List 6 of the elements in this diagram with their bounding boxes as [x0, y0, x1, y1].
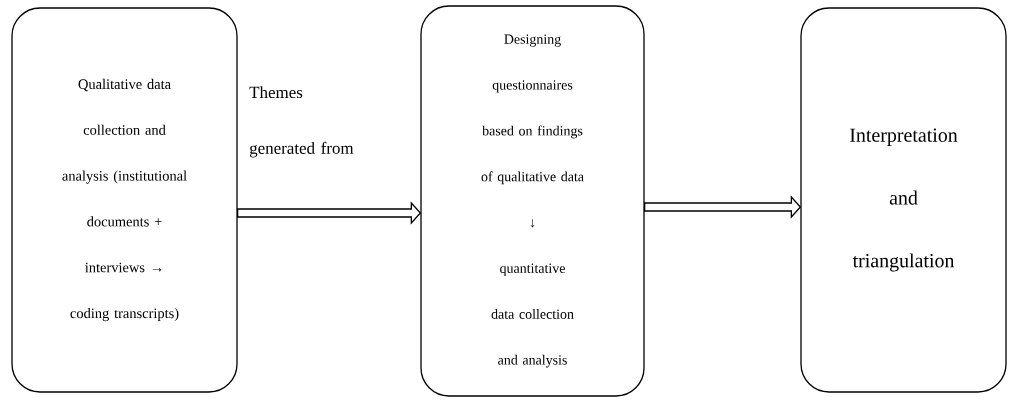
block-arrow — [237, 201, 422, 225]
block-arrow — [644, 195, 802, 219]
process-box: Designing questionnaires based on findings of qualitative data ↓ quantitative data collection and analysis — [420, 5, 645, 397]
process-box: Interpretation and triangulation — [800, 7, 1007, 393]
process-box: Qualitative data collection and analysis (institutional documents + interviews → coding transcripts) — [11, 7, 238, 393]
edge-label: Themes generated from — [249, 86, 354, 158]
